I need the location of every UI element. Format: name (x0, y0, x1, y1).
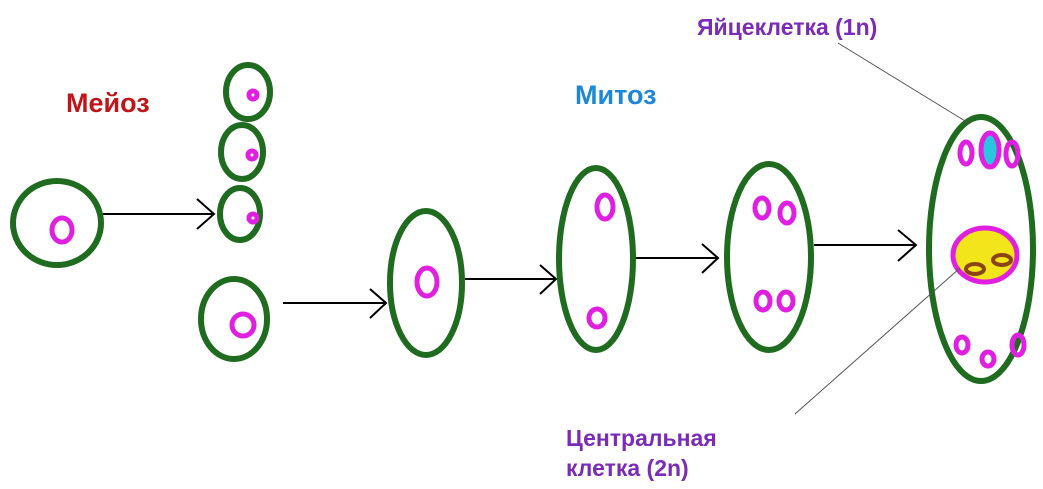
central-cell (950, 225, 1020, 285)
mother-cell-nucleus (49, 215, 75, 245)
egg-cell-nucleus (978, 130, 1002, 170)
degenerating-megaspore-3 (217, 185, 263, 243)
central-cell-label-line2: клетка (2n) (566, 455, 689, 481)
mitosis-arrow-2 (636, 243, 720, 274)
egg-cell-label: Яйцеклетка (1n) (697, 14, 878, 40)
meiosis-label: Мейоз (66, 88, 150, 118)
mature-embryo-sac (926, 114, 1036, 384)
central-cell-label-line1: Центральная (566, 425, 717, 451)
synergid-2 (1003, 139, 1021, 169)
antipodal-cells (953, 332, 1027, 369)
functional-megaspore (198, 276, 270, 362)
megaspore-tetrad (198, 62, 273, 362)
mitosis-arrow-1 (465, 264, 558, 295)
meiosis-arrow (103, 198, 216, 230)
megaspore-mother-cell (10, 178, 104, 268)
polar-nucleus-2 (991, 253, 1013, 267)
egg-cell-pointer-line (837, 42, 971, 125)
degenerating-megaspore-1 (223, 62, 273, 122)
uninucleate-embryo-sac (387, 208, 465, 358)
mitosis-arrow-3 (814, 229, 918, 262)
mitosis-label: Митоз (575, 80, 657, 110)
polar-nucleus-1 (964, 262, 986, 276)
central-cell-pointer-line (794, 267, 961, 415)
degenerating-megaspore-2 (218, 122, 266, 182)
central-cell-label: Центральная клетка (2n) (566, 423, 717, 483)
binucleate-embryo-sac (556, 165, 636, 353)
tetranucleate-embryo-sac (724, 161, 814, 353)
mother-cell-outline (10, 178, 104, 268)
arrow-to-uninucleate (283, 288, 388, 319)
egg-apparatus (957, 130, 1021, 170)
synergid-1 (957, 139, 975, 167)
